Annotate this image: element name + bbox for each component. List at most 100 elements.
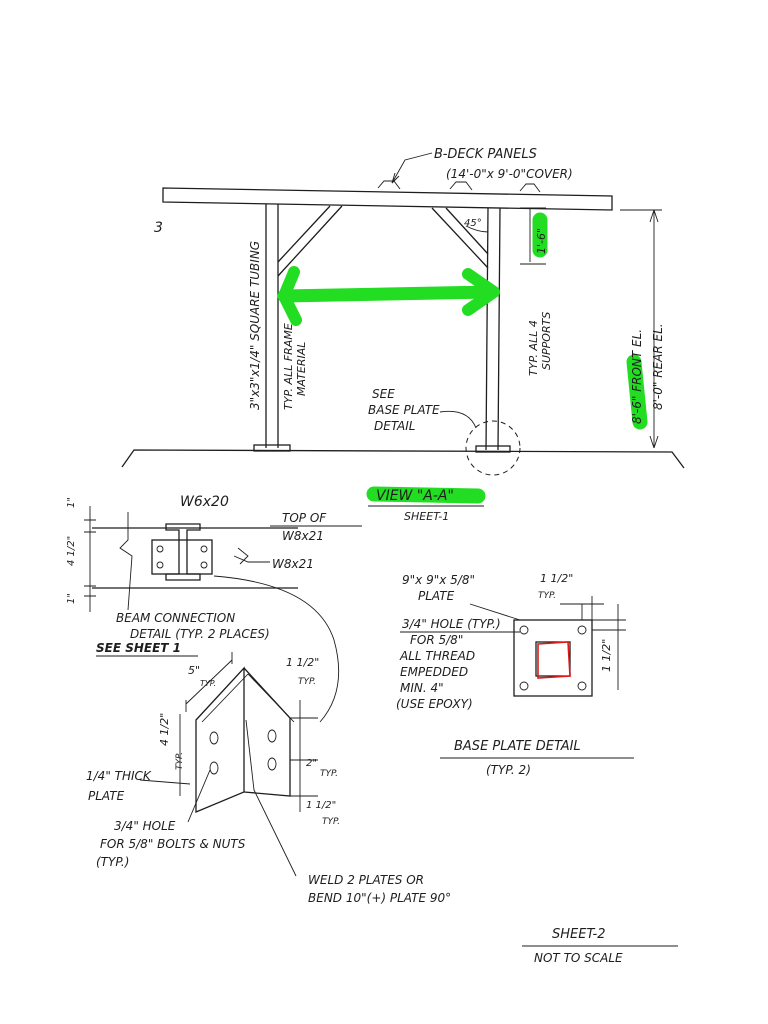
weld-label-1: WELD 2 PLATES OR <box>308 873 424 887</box>
view-title: VIEW "A-A" <box>376 488 454 504</box>
thick-leader <box>139 779 191 785</box>
plate-dim-typ: TYP. <box>538 591 556 601</box>
connection-plate <box>151 539 213 575</box>
w6-label: W6x20 <box>180 494 229 510</box>
see-detail-3: DETAIL <box>374 419 415 433</box>
bracket-thickness <box>201 673 295 723</box>
plate-size: 9"x 9"x 5/8" <box>402 573 475 587</box>
deck-cover: (14'-0"x 9'-0"COVER) <box>446 167 573 181</box>
bracket-dim-5-typ: TYP. <box>200 679 216 688</box>
bracket-dim-right <box>290 700 318 812</box>
left-post <box>265 204 279 448</box>
hole-label-3: ALL THREAD <box>399 649 475 663</box>
span-highlight-tail <box>278 266 302 326</box>
bracket-left-leg <box>195 666 245 813</box>
page-number: 3 <box>154 220 163 236</box>
base-plate-callout-circle <box>465 420 521 476</box>
bolt-hole <box>156 545 164 553</box>
height-dim-line <box>620 209 662 448</box>
bracket-dim-2: 2" <box>306 758 317 769</box>
view-sheet-ref: SHEET-1 <box>404 510 449 523</box>
beam-connection-detail <box>84 506 362 612</box>
anchor-hole <box>577 681 587 691</box>
bracket-bolt-hole <box>267 757 277 771</box>
bracket-dim-top <box>185 652 233 712</box>
plate-dim-top <box>560 596 604 620</box>
bracket-dim-412-typ: TYP. <box>175 752 185 770</box>
view-title-highlight <box>366 486 486 504</box>
brace-angle: 45° <box>464 218 482 229</box>
beam-label-1: BEAM CONNECTION <box>116 611 235 625</box>
bolt-label-2: FOR 5/8" BOLTS & NUTS <box>100 837 246 851</box>
beam-dim-line <box>84 506 96 612</box>
plate-label: PLATE <box>418 589 455 603</box>
base-detail-title: BASE PLATE DETAIL <box>454 739 581 754</box>
bolt-hole <box>200 545 208 553</box>
bolt-label-3: (TYP.) <box>96 855 129 869</box>
beam-dim-412: 4 1/2" <box>66 536 77 566</box>
sheet-number: SHEET-2 <box>552 927 606 942</box>
bracket-bolt-hole <box>267 729 277 743</box>
deck-title: B-DECK PANELS <box>434 147 537 162</box>
red-markup <box>537 641 571 679</box>
plate-leader <box>469 603 521 621</box>
bracket-dim-2-typ: TYP. <box>320 769 338 779</box>
bolt-label-1: 3/4" HOLE <box>114 819 176 833</box>
see-detail-2: BASE PLATE <box>368 403 440 417</box>
see-detail-leader <box>439 410 477 429</box>
beam-dim-1b: 1" <box>66 593 77 604</box>
right-base-plate <box>475 445 511 453</box>
beam-break-right <box>237 547 249 565</box>
right-post <box>485 207 501 451</box>
angle-arc <box>465 225 489 233</box>
hole-label-1: 3/4" HOLE (TYP.) <box>402 617 501 631</box>
frame-elevation-view <box>121 152 685 504</box>
see-detail-1: SEE <box>372 387 395 401</box>
brace-dim-line <box>520 207 546 265</box>
frame-label-2: MATERIAL <box>295 342 308 396</box>
height-dim-arrows <box>649 209 659 449</box>
deck-ribs <box>377 180 541 193</box>
w8-label: W8x21 <box>272 557 314 571</box>
supports-label-1: TYP. ALL 4 <box>527 320 540 376</box>
bolt-hole <box>200 561 208 569</box>
anchor-hole <box>577 625 587 635</box>
hole-label-5: MIN. 4" <box>400 681 444 695</box>
plate-dim-right <box>592 604 626 690</box>
w6-section <box>165 523 201 581</box>
rear-elevation-label: 8'-0" REAR EL. <box>651 323 665 410</box>
top-of-label-1: TOP OF <box>282 511 327 525</box>
front-elevation-label: 8'-6" FRONT EL. <box>630 329 644 424</box>
base-detail-typ: (TYP. 2) <box>486 763 531 777</box>
top-of-label-2: W8x21 <box>282 529 324 543</box>
thick-label-2: PLATE <box>88 789 125 803</box>
left-brace <box>277 205 343 277</box>
bracket-bolt-hole <box>209 731 219 745</box>
beam-to-bracket-curve <box>213 575 340 723</box>
base-plate-outline <box>513 619 593 697</box>
beam-label-2: DETAIL (TYP. 2 PLACES) <box>130 627 270 641</box>
scale-note: NOT TO SCALE <box>534 951 623 965</box>
base-plate-detail <box>400 596 626 697</box>
bracket-bolt-hole <box>209 761 219 775</box>
w8-leader <box>233 555 270 563</box>
bracket-dim-112-typ: TYP. <box>298 677 316 687</box>
weld-label-2: BEND 10"(+) PLATE 90° <box>308 891 451 905</box>
bracket-dim-5: 5" <box>188 664 200 677</box>
bracket-dim-112: 1 1/2" <box>286 656 319 669</box>
span-highlight-arrow <box>277 285 497 303</box>
hole-label-6: (USE EPOXY) <box>396 697 473 711</box>
plate-dim-112: 1 1/2" <box>540 572 573 585</box>
anchor-hole <box>519 681 529 691</box>
deck-leader <box>391 152 433 184</box>
thick-label-1: 1/4" THICK <box>86 769 152 783</box>
ground-line <box>121 449 685 469</box>
brace-dim-label: 1'-6" <box>535 228 548 254</box>
deck-leader-arrow <box>391 172 400 184</box>
height-highlight <box>626 354 648 430</box>
hole-leader-bracket <box>187 769 211 823</box>
plate-dim-side: 1 1/2" <box>600 639 613 672</box>
angle-bracket-detail <box>139 652 318 877</box>
bracket-dim-112b-typ: TYP. <box>322 817 340 827</box>
